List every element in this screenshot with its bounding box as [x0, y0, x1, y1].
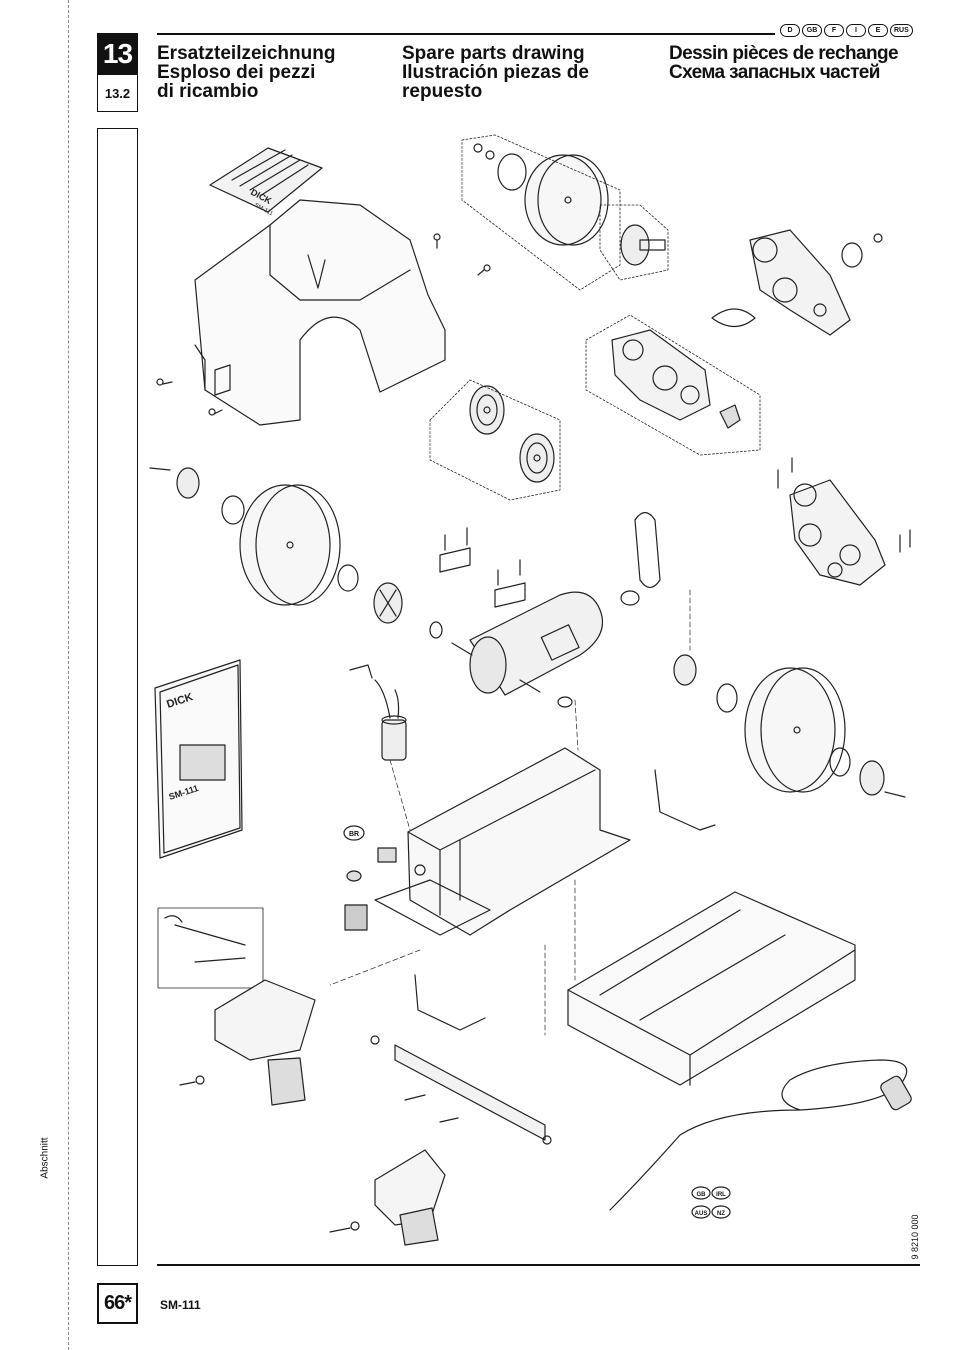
rail-part [370, 1035, 552, 1145]
knob-part [719, 404, 741, 429]
screw-part [208, 408, 223, 416]
page-number: 66* [97, 1283, 138, 1324]
language-badge: F [824, 24, 844, 37]
plug-badges: GB IRL AUS NZ [691, 1186, 731, 1219]
title-line: Dessin pièces de rechange [669, 43, 899, 64]
screw-part [433, 233, 441, 249]
gear-unit-center-part [585, 314, 761, 456]
language-badge: E [868, 24, 888, 37]
gear-unit-right-part [749, 229, 883, 336]
switch-part [344, 847, 397, 931]
title-line: Ersatzteilzeichnung [157, 43, 336, 64]
grinding-wheel-right-part [673, 654, 906, 798]
leaflet-top-part: DICK SM-111 [209, 147, 323, 218]
chapter-number: 13 [97, 33, 138, 74]
grinding-wheel-top-part [461, 134, 621, 291]
power-cord-part [609, 1059, 912, 1211]
gear-unit-lower-part [777, 457, 911, 586]
belt-small-part [711, 308, 756, 328]
subchapter-number: 13.2 [97, 74, 138, 112]
document-number: 9 8210 000 [910, 1214, 920, 1260]
belt-long-part [620, 511, 661, 606]
title-line: Схема запасных частей [669, 62, 880, 83]
title-english-spanish: Spare parts drawing Ilustración piezas d… [402, 44, 589, 101]
language-badge: GB [802, 24, 822, 37]
model-name: SM-111 [160, 1298, 201, 1312]
language-badge: RUS [890, 24, 913, 37]
toothed-pulley-part [469, 385, 505, 435]
badge-br: BR [343, 825, 365, 841]
exploded-view-drawing: DICK SM-111 [149, 134, 912, 1246]
motor-part [451, 591, 604, 708]
title-line: repuesto [402, 81, 483, 102]
flange-part [599, 204, 669, 281]
cut-line [68, 0, 69, 1350]
top-rule [157, 33, 775, 35]
toothed-pulley-part [429, 379, 561, 501]
title-line: di ricambio [157, 81, 259, 102]
plug-badge: NZ [717, 1211, 725, 1217]
title-line: Spare parts drawing [402, 43, 585, 64]
screw-part [156, 378, 173, 386]
language-badges: D GB F I E RUS [780, 24, 913, 37]
title-line: Ilustración piezas de [402, 62, 589, 83]
housing-cover-part [194, 199, 446, 426]
screw-part [477, 264, 491, 276]
title-german-italian: Ersatzteilzeichnung Esploso dei pezzi di… [157, 44, 335, 101]
plug-badge: IRL [716, 1192, 726, 1198]
adjustment-kit-part [157, 907, 264, 989]
language-badge: I [846, 24, 866, 37]
manual-booklet-part: DICK SM-111 [154, 659, 243, 859]
grinding-wheel-left-part [149, 467, 359, 606]
language-badge: D [780, 24, 800, 37]
assembly-lines [329, 589, 691, 1036]
guide-lower-part [329, 1149, 446, 1246]
hook-bracket-part [414, 769, 716, 1031]
title-french-russian: Dessin pièces de rechange Схема запасных… [669, 43, 899, 83]
svg-text:BR: BR [349, 831, 359, 838]
collection-tray-part [567, 891, 856, 1086]
guide-handle-part [179, 979, 316, 1106]
capacitor-part [349, 664, 407, 761]
side-rail [97, 128, 138, 1266]
plug-badge: GB [697, 1192, 707, 1198]
fan-part [373, 582, 443, 639]
section-label: Abschnitt [39, 1137, 51, 1179]
plug-badge: AUS [695, 1211, 708, 1217]
base-frame-part [374, 747, 631, 936]
title-line: Esploso dei pezzi [157, 62, 316, 83]
bracket-part [439, 527, 526, 608]
bottom-rule [157, 1264, 920, 1266]
